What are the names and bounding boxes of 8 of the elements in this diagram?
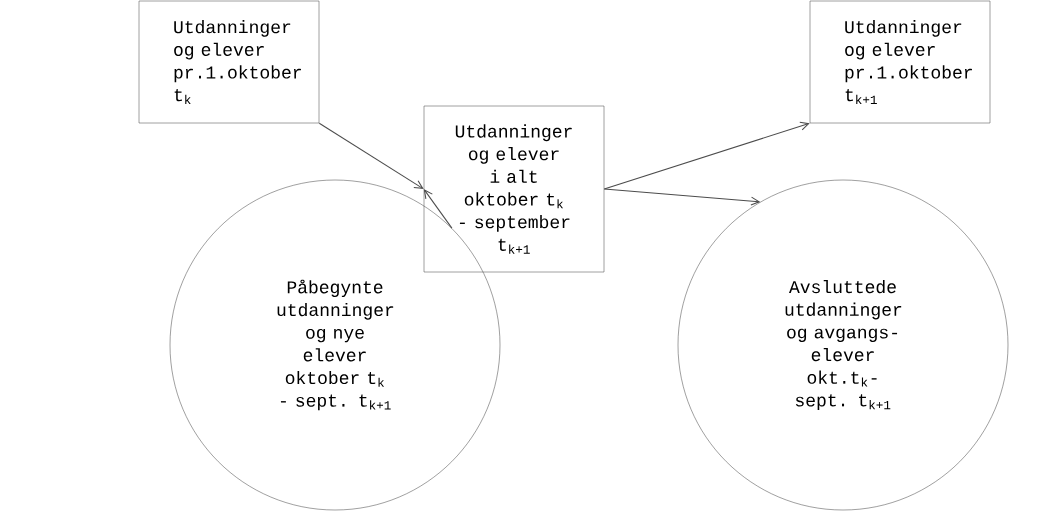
arrow (603, 188, 761, 206)
arrow (603, 121, 810, 190)
text-box: Utdanninger og elever i alt oktober t$_{k}$ - september t$_{k+1}$ (423, 105, 605, 273)
circle-node: Avsluttede utdanninger og avgangs- elever okt.t$_{k}$- sept. t$_{k+1}$ (677, 179, 1009, 511)
arrow (423, 189, 453, 229)
arrow (318, 122, 424, 189)
text-box: Utdanninger og elever pr.1.oktober t$_{k}$ (138, 0, 320, 124)
text-box: Utdanninger og elever pr.1.oktober t$_{k+1}$ (809, 0, 991, 124)
